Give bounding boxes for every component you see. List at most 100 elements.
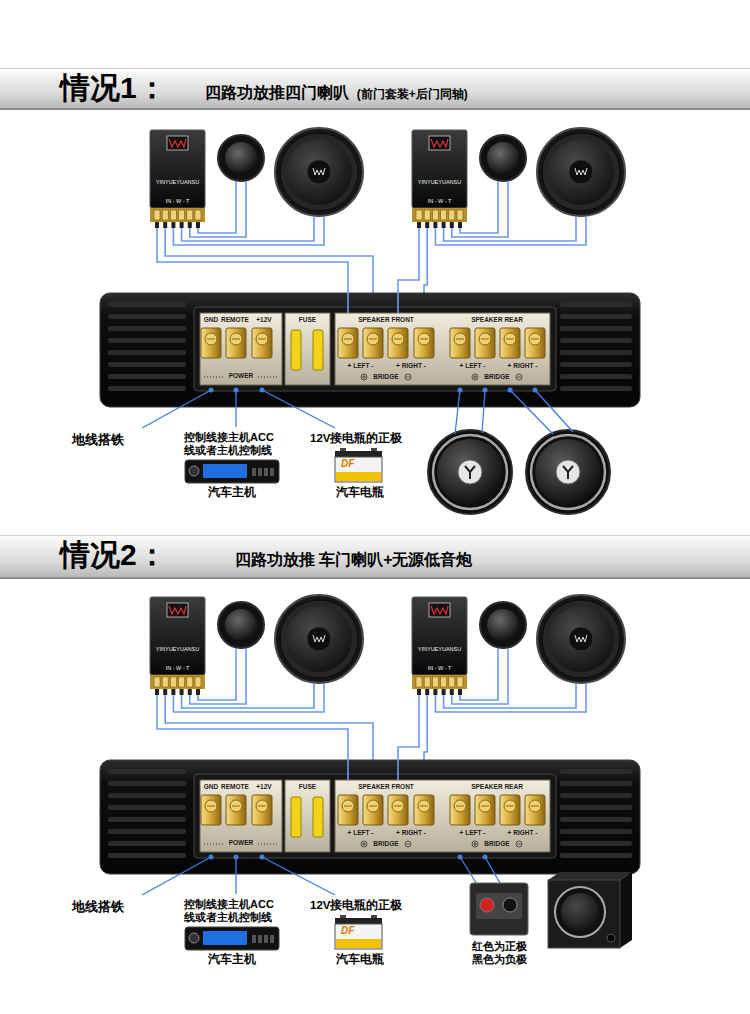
terminal-label: +12V: [256, 316, 271, 323]
tweeter-dome: [487, 609, 519, 641]
device-label: 汽车电瓶: [336, 486, 384, 500]
crossover-box: YINYUEYUANSUIN - W - T: [150, 597, 205, 695]
terminal-label: BRIDGE: [484, 373, 509, 380]
crossover-terminal: [170, 210, 176, 220]
heatsink-fin: [560, 386, 632, 391]
crossover-terminal: [441, 677, 447, 687]
terminal-screw: [367, 333, 379, 345]
head-unit-knob: [189, 466, 199, 476]
head-unit-button: [264, 935, 268, 943]
gold-terminal: [414, 795, 434, 825]
heatsink-fin: [560, 805, 632, 810]
case-heading: 情况1：: [60, 70, 167, 106]
battery-band: [336, 939, 381, 948]
speaker-plate: [335, 313, 550, 385]
terminal-label: + LEFT -: [348, 362, 374, 369]
screw-slot: [531, 806, 539, 807]
crossover-terminal: [179, 210, 185, 220]
terminal-tab: [155, 222, 159, 228]
heatsink-fin: [108, 841, 186, 846]
woofer-cone: [286, 139, 352, 205]
woofer: [537, 595, 625, 683]
polarity-symbol: [472, 374, 478, 380]
speaker-wire: [198, 181, 236, 233]
crossover-terminal: [195, 677, 201, 687]
terminal-screw: [418, 333, 430, 345]
gold-terminal: [388, 328, 408, 358]
terminal-tab: [163, 689, 167, 695]
tweeter: [480, 135, 526, 181]
crossover-terminal: [154, 677, 160, 687]
red-terminal: [480, 898, 494, 912]
terminal-screw: [479, 800, 491, 812]
sub-speaker-ring: [555, 887, 605, 937]
leader-dot: [209, 855, 214, 860]
gold-terminal: [450, 328, 470, 358]
brand-logo: DF: [341, 925, 354, 937]
logo-frame: [167, 603, 188, 617]
tweeter: [480, 602, 526, 648]
terminal-strip: [150, 675, 205, 689]
callout-text: 控制线接主机ACC 线或者主机控制线: [184, 898, 284, 924]
polarity-bar: [517, 377, 521, 378]
panel-recess: [194, 307, 556, 391]
terminal-tab: [417, 689, 421, 695]
terminal-screw: [392, 333, 404, 345]
callout-text: 地线搭铁: [72, 432, 124, 448]
head-unit: 汽车主机: [180, 458, 284, 504]
leader-dot: [234, 388, 239, 393]
crossover-terminal: [457, 677, 463, 687]
leader-line: [262, 390, 335, 428]
sub-terminal-plate: [470, 883, 528, 935]
crossover-body: [412, 130, 467, 208]
device-label: 汽车主机: [208, 953, 256, 967]
crossover-drawing: [412, 130, 467, 228]
heading-band: 情况2：四路功放推 车门喇叭+无源低音炮: [0, 535, 750, 579]
terminal-screw: [504, 333, 516, 345]
case-heading: 情况2：: [60, 537, 167, 573]
leader-dot: [260, 388, 265, 393]
heatsink-fin: [560, 326, 632, 331]
dotted-rule: [204, 377, 225, 378]
tweeter-dome: [487, 142, 519, 174]
crossover-box: YINYUEYUANSU IN - W - T: [150, 130, 205, 228]
logo-mark: [169, 606, 186, 614]
leader-dot: [508, 388, 513, 393]
tweeter: [218, 135, 264, 181]
terminal-tab: [180, 222, 184, 228]
heatsink-fin: [108, 374, 186, 379]
polarity-bar: [364, 375, 365, 379]
crossover-terminal: [432, 210, 438, 220]
polarity-symbol: [472, 841, 478, 847]
woofer-cone: [548, 606, 614, 672]
battery-drawing: [335, 448, 382, 482]
head-unit-body: [185, 460, 279, 483]
crossover-terminal: [162, 677, 168, 687]
fuse-plate: [285, 780, 330, 852]
polarity-bar: [406, 377, 410, 378]
terminal-tab: [171, 222, 175, 228]
leader-line: [455, 390, 460, 434]
heatsink-fin: [560, 817, 632, 822]
screw-slot: [344, 806, 352, 807]
terminal-label: BRIDGE: [484, 840, 509, 847]
polarity-symbol: [405, 841, 411, 847]
speaker-logo: [563, 466, 573, 479]
crossover-text: YINYUEYUANSU: [156, 179, 199, 185]
crossover-drawing: [412, 597, 467, 695]
heatsink-fin: [108, 302, 186, 307]
head-unit-button: [270, 468, 274, 476]
fuse: [291, 797, 301, 837]
speaker-plate: [335, 780, 550, 852]
screw-slot: [258, 806, 266, 807]
heatsink-fin: [560, 362, 632, 367]
gold-terminal: [226, 795, 246, 825]
terminal-label: POWER: [229, 372, 254, 379]
gold-terminal: [414, 328, 434, 358]
crossover-box: YINYUEYUANSUIN - W - T: [412, 130, 467, 228]
panel-recess: [194, 774, 556, 858]
battery-lid: [335, 451, 382, 457]
crossover-text: IN - W - T: [166, 198, 190, 204]
terminal-screw: [342, 333, 354, 345]
